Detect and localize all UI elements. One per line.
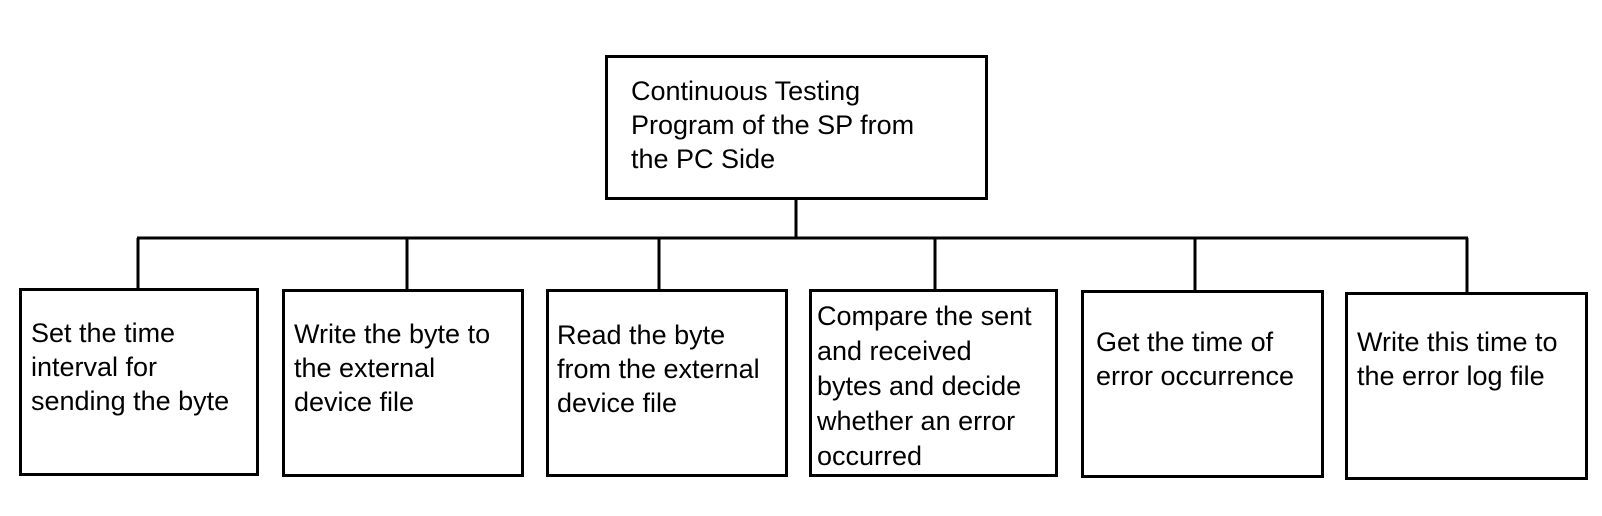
child-node-line: Read the byte <box>557 320 726 350</box>
child-node-line: occurred <box>817 441 923 471</box>
child-node-write-byte: Write the byte to the external device fi… <box>282 289 524 477</box>
child-node-write-error-log: Write this time to the error log file <box>1345 292 1588 480</box>
child-node-line: whether an error <box>817 406 1016 436</box>
root-node-line: Continuous Testing <box>631 76 861 106</box>
child-node-line: from the external <box>557 354 760 384</box>
child-node-line: Get the time of <box>1096 327 1274 357</box>
child-node-read-byte: Read the byte from the external device f… <box>546 289 788 477</box>
child-node-line: interval for <box>31 352 158 382</box>
child-node-line: error occurrence <box>1096 361 1295 391</box>
child-node-line: sending the byte <box>31 386 230 416</box>
child-node-line: the error log file <box>1357 361 1545 391</box>
child-node-line: device file <box>557 388 678 418</box>
child-node-set-time-interval: Set the time interval for sending the by… <box>19 288 259 476</box>
child-node-line: the external <box>294 353 436 383</box>
child-node-line: Compare the sent <box>817 301 1032 331</box>
child-node-line: bytes and decide <box>817 371 1022 401</box>
child-node-line: Set the time <box>31 318 176 348</box>
root-node-line: Program of the SP from <box>631 110 915 140</box>
root-node-line: the PC Side <box>631 144 776 174</box>
child-node-line: Write the byte to <box>294 319 491 349</box>
child-node-line: and received <box>817 336 972 366</box>
child-node-compare-bytes: Compare the sent and received bytes and … <box>809 289 1058 477</box>
child-node-line: device file <box>294 387 415 417</box>
root-node: Continuous Testing Program of the SP fro… <box>605 55 988 200</box>
child-node-line: Write this time to <box>1357 327 1558 357</box>
child-node-get-error-time: Get the time of error occurrence <box>1081 290 1324 478</box>
